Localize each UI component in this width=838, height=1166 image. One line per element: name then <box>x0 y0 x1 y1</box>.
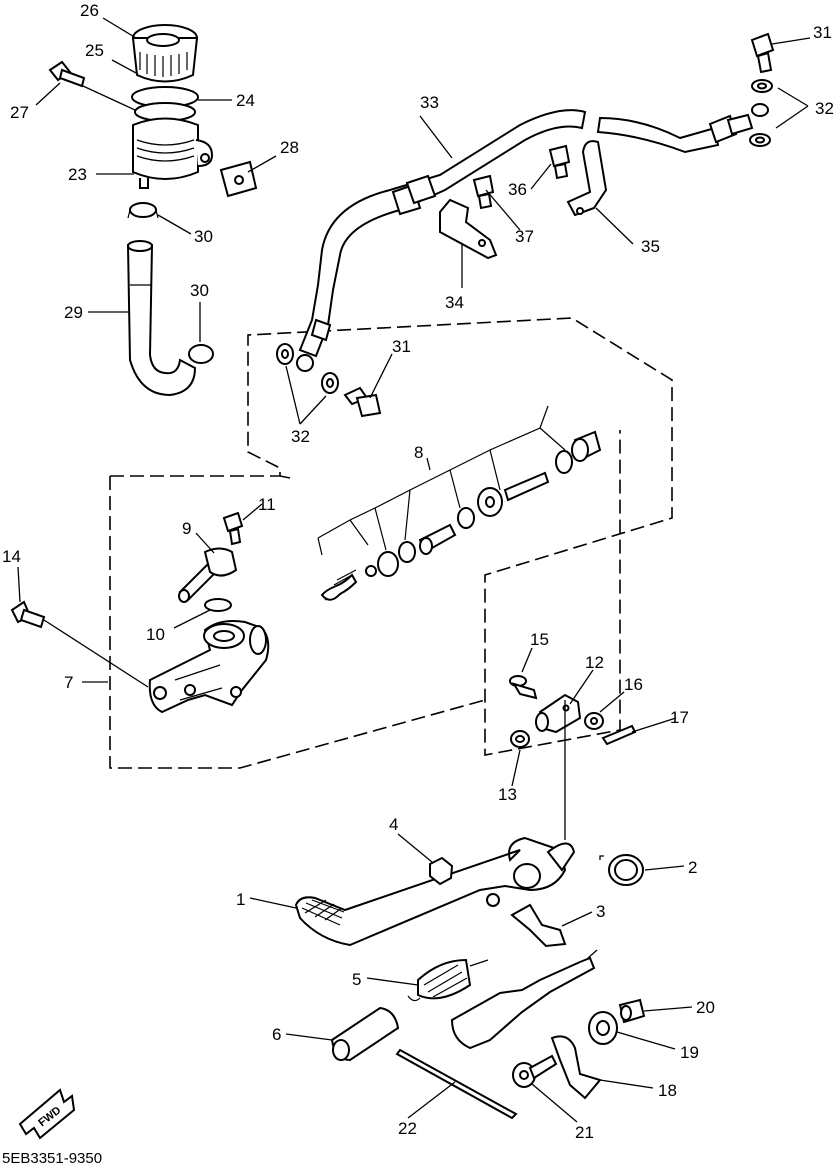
leader-lines <box>17 17 811 1123</box>
callout-30b: 30 <box>190 281 209 300</box>
brake-hose-33 <box>296 103 769 372</box>
bolt-36 <box>548 144 571 180</box>
callout-4: 4 <box>389 815 398 834</box>
callout-22: 22 <box>398 1119 417 1138</box>
reservoir-hose-29 <box>126 244 197 397</box>
screw-11 <box>222 511 244 546</box>
collar-2 <box>608 854 644 886</box>
callout-26: 26 <box>80 1 99 20</box>
callout-29: 29 <box>64 303 83 322</box>
callout-35: 35 <box>641 237 660 256</box>
callout-8: 8 <box>414 443 423 462</box>
hose-bracket-35 <box>566 140 608 217</box>
callout-3: 3 <box>596 902 605 921</box>
callout-32a: 32 <box>815 99 834 118</box>
bolt-37 <box>472 174 495 210</box>
callout-28: 28 <box>280 138 299 157</box>
push-rod <box>450 949 598 1050</box>
master-cylinder-body-7 <box>148 620 270 714</box>
callout-10: 10 <box>146 625 165 644</box>
callout-27: 27 <box>10 103 29 122</box>
hose-bracket-34 <box>439 198 498 260</box>
forward-direction-arrow-icon: FWD <box>18 1088 76 1140</box>
callout-5: 5 <box>352 970 361 989</box>
o-ring-10 <box>204 598 232 612</box>
callout-16: 16 <box>624 675 643 694</box>
nut-13 <box>510 730 530 748</box>
callout-24: 24 <box>236 91 255 110</box>
callout-21: 21 <box>575 1123 594 1142</box>
cotter-pin-17 <box>601 724 637 746</box>
callout-20: 20 <box>696 998 715 1017</box>
diagram-code: 5EB3351-9350 <box>2 1150 102 1166</box>
callout-23: 23 <box>68 165 87 184</box>
reservoir-assembly <box>131 24 258 198</box>
bolt-14 <box>10 600 46 629</box>
callout-2: 2 <box>688 858 697 877</box>
callout-12: 12 <box>585 653 604 672</box>
brake-pedal-1 <box>294 836 576 947</box>
bushing-19 <box>588 1011 618 1045</box>
union-bolt-31a <box>750 32 775 74</box>
bolt-3 <box>486 893 567 948</box>
callout-1: 1 <box>236 890 245 909</box>
callout-18: 18 <box>658 1081 677 1100</box>
hose-joint-9 <box>178 547 238 603</box>
nut-4 <box>429 856 454 886</box>
callout-7: 7 <box>64 673 73 692</box>
hose-clamp-30b <box>188 344 214 364</box>
spring-5 <box>407 958 489 1002</box>
copper-washers-32b <box>276 343 339 394</box>
union-bolt-31b <box>343 386 382 418</box>
collar-20 <box>618 998 646 1024</box>
washer-16 <box>584 712 604 730</box>
callout-25: 25 <box>85 41 104 60</box>
cable-tie-22 <box>395 1048 518 1120</box>
callout-30a: 30 <box>194 227 213 246</box>
boot-6 <box>330 1006 400 1062</box>
pin-15 <box>509 675 538 700</box>
assembly-outline <box>109 317 673 769</box>
callout-9: 9 <box>182 519 191 538</box>
callout-31a: 31 <box>813 23 832 42</box>
callout-36: 36 <box>508 180 527 199</box>
callout-13: 13 <box>498 785 517 804</box>
callout-17: 17 <box>670 708 689 727</box>
callout-6: 6 <box>272 1025 281 1044</box>
callout-19: 19 <box>680 1043 699 1062</box>
copper-washers-32a <box>749 79 773 147</box>
callout-34: 34 <box>445 293 464 312</box>
callout-37: 37 <box>515 227 534 246</box>
callout-32b: 32 <box>291 427 310 446</box>
callout-labels: 26 25 27 24 23 28 30 29 30 33 36 37 35 3… <box>2 1 834 1142</box>
callout-31b: 31 <box>392 337 411 356</box>
bolt-21 <box>512 1054 558 1088</box>
bolt-27 <box>48 60 86 88</box>
piston-kit-8 <box>317 405 602 601</box>
callout-33: 33 <box>420 93 439 112</box>
clevis-12 <box>535 693 582 734</box>
callout-14: 14 <box>2 547 21 566</box>
callout-15: 15 <box>530 630 549 649</box>
callout-11: 11 <box>258 495 276 514</box>
bracket-18 <box>550 1035 602 1100</box>
hose-clamp-30a <box>127 202 159 219</box>
